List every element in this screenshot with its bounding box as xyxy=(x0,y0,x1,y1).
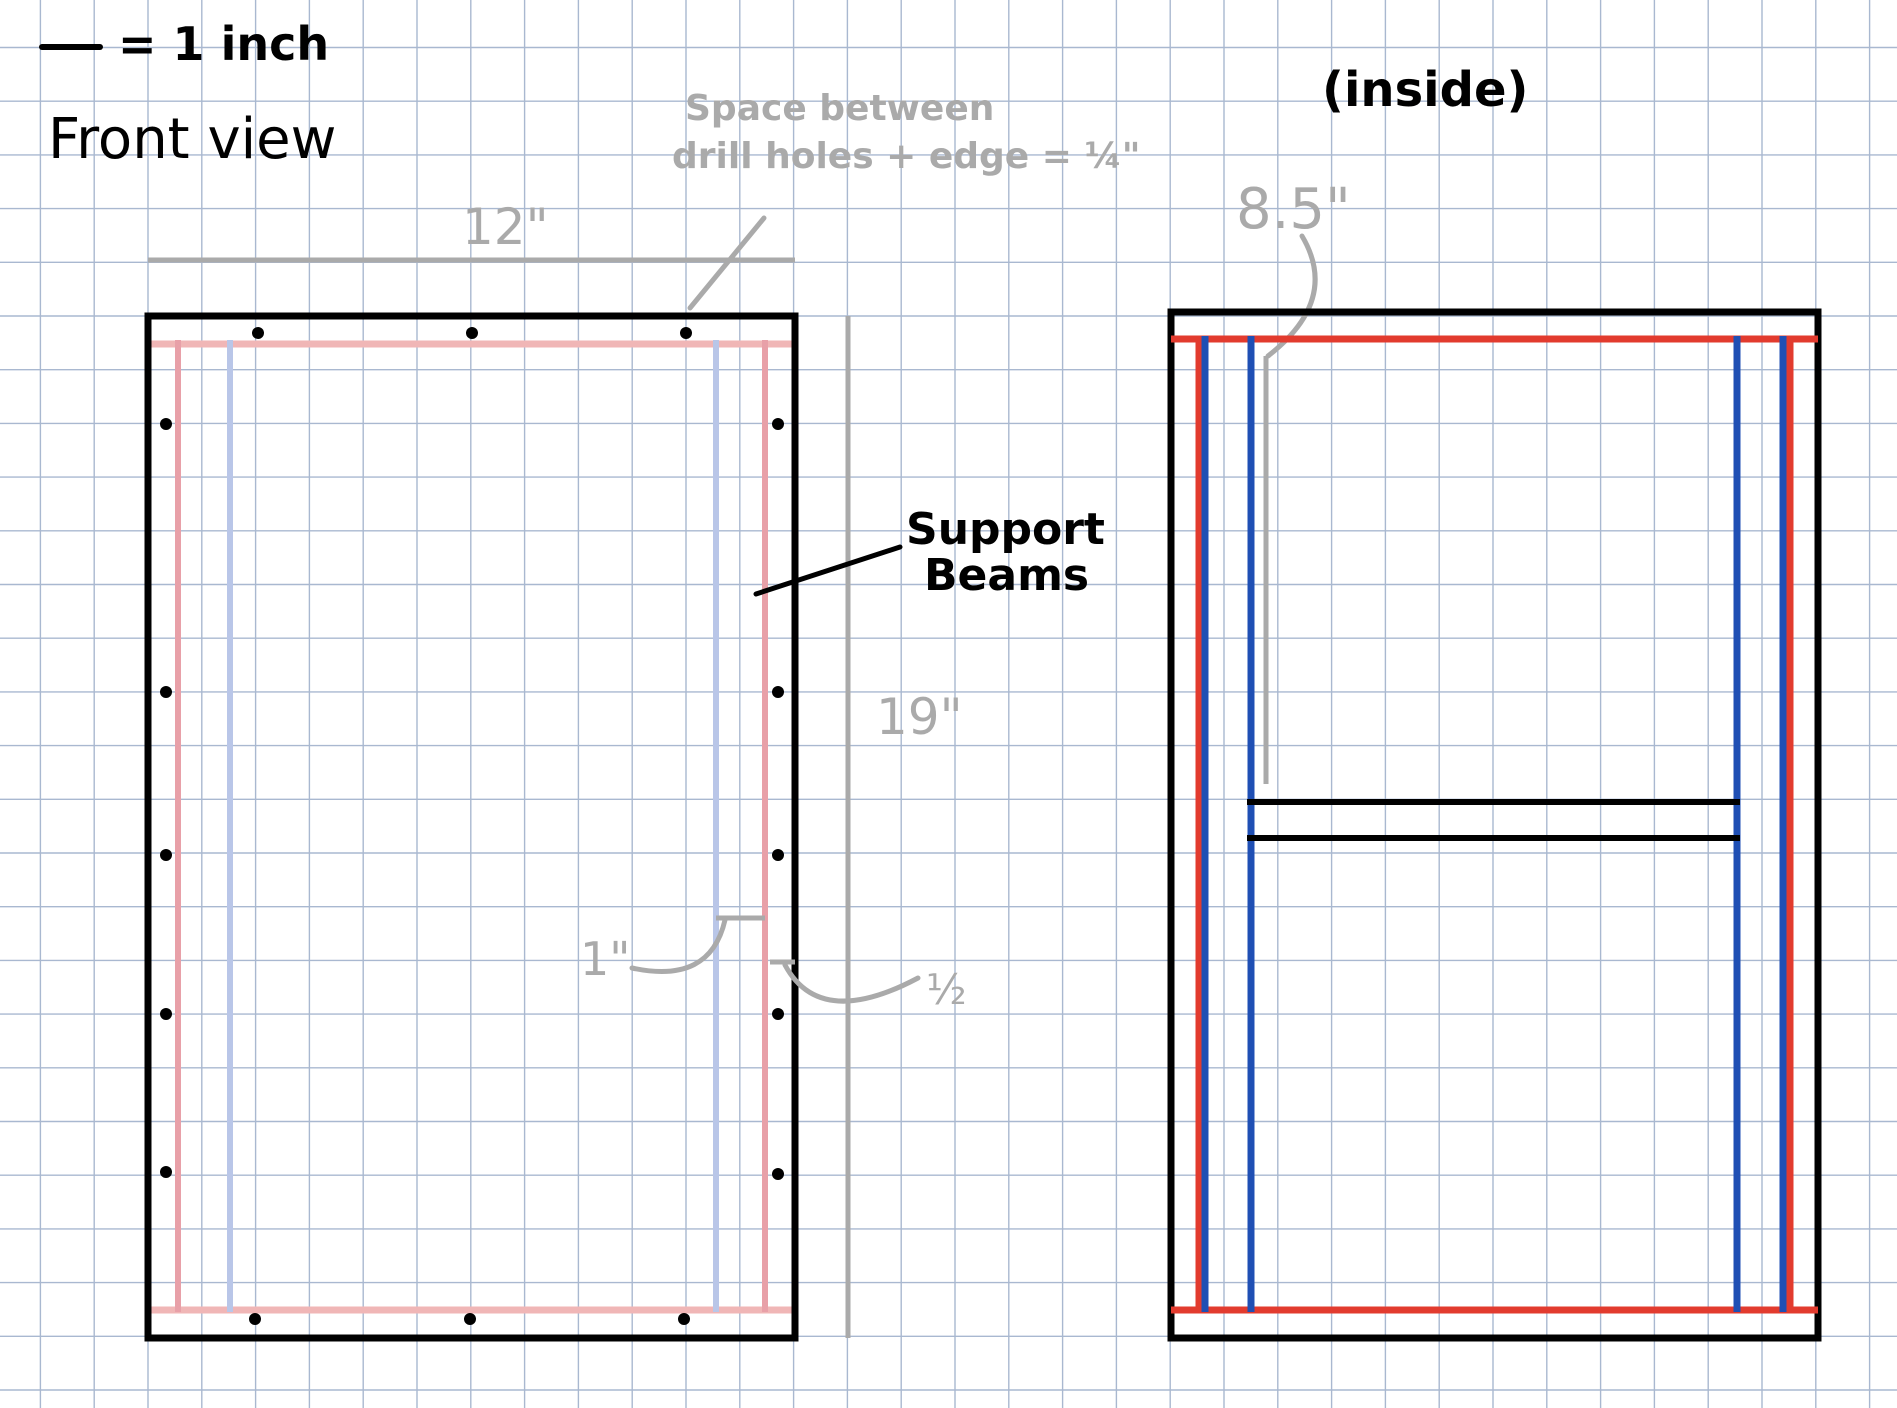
gap-label: 8.5" xyxy=(1236,177,1351,242)
inside-view: (inside) 8.5" xyxy=(1167,62,1822,1342)
beam-width-label: 1" xyxy=(580,932,630,986)
beam-gap-leader xyxy=(782,962,921,1004)
drill-hole xyxy=(160,686,172,698)
drill-hole xyxy=(160,849,172,861)
inside-panel-outline xyxy=(1167,308,1822,1342)
gap-leader xyxy=(1265,233,1318,359)
beam-gap-label: ½ xyxy=(926,965,967,1014)
drill-hole xyxy=(160,1166,172,1178)
width-label: 12" xyxy=(462,198,549,256)
drill-holes xyxy=(160,327,784,1325)
support-label-line2: Beams xyxy=(924,550,1089,601)
drill-hole xyxy=(249,1313,261,1325)
drill-hole xyxy=(772,686,784,698)
support-label-leader xyxy=(753,544,903,597)
drill-hole xyxy=(772,849,784,861)
drill-hole xyxy=(772,1008,784,1020)
inside-title: (inside) xyxy=(1322,62,1528,118)
beam-width-leader xyxy=(629,917,728,974)
drill-note-leader xyxy=(687,215,767,311)
drill-hole xyxy=(772,1168,784,1180)
drill-hole xyxy=(160,418,172,430)
drill-hole xyxy=(160,1008,172,1020)
scale-legend: = 1 inch xyxy=(39,17,329,71)
drill-hole xyxy=(252,327,264,339)
front-view: 12" Space between drill holes + edge = ¼… xyxy=(144,88,1140,1342)
support-label-line1: Support xyxy=(906,504,1105,555)
view-title: Front view xyxy=(48,107,336,172)
height-label: 19" xyxy=(876,688,963,746)
scale-text: = 1 inch xyxy=(118,17,329,71)
drill-hole xyxy=(678,1313,690,1325)
drill-note-line2: drill holes + edge = ¼" xyxy=(672,136,1140,177)
drill-hole xyxy=(464,1313,476,1325)
drill-hole xyxy=(772,418,784,430)
drill-hole xyxy=(680,327,692,339)
drill-note-line1: Space between xyxy=(685,88,994,129)
drill-hole xyxy=(466,327,478,339)
front-panel-outline xyxy=(144,312,799,1342)
